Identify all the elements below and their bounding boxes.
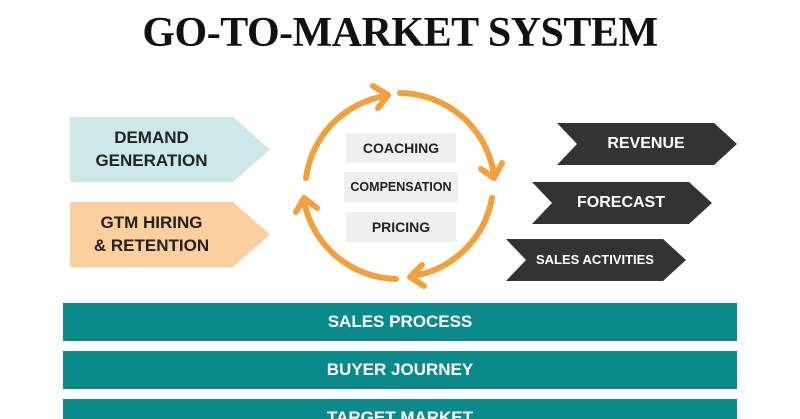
cycle-item-compensation: COMPENSATION (344, 172, 458, 202)
cycle-arrow-left-top (303, 93, 388, 181)
right-arrow-forecast: FORECAST (532, 182, 712, 224)
right-arrow-label: FORECAST (577, 194, 665, 212)
right-arrow-label: REVENUE (607, 135, 685, 153)
cycle-arrow-head (407, 262, 427, 289)
right-arrow-shape (532, 182, 712, 224)
bar-label: TARGET MARKET (326, 408, 474, 419)
cycle-arrow-right-bottom (410, 195, 495, 279)
cycle-arrow-top-right (397, 90, 497, 178)
bar-sales-process: SALES PROCESS (63, 303, 737, 341)
left-arrow-shape (70, 117, 270, 182)
left-arrow-line: & RETENTION (93, 235, 210, 255)
cycle-arrow-head (478, 160, 505, 181)
page-title: GO-TO-MARKET SYSTEM (142, 10, 658, 56)
cycle-arrow-bottom-left (301, 198, 399, 282)
left-arrow-shape (70, 202, 270, 267)
bar-target-market: TARGET MARKET (63, 399, 737, 419)
left-arrow-demand-generation: DEMAND GENERATION (70, 117, 270, 182)
left-arrow-line: DEMAND (114, 127, 189, 147)
cycle-item-coaching: COACHING (346, 133, 456, 163)
left-arrow-label: DEMAND GENERATION (70, 117, 233, 182)
right-arrow-label: SALES ACTIVITIES (536, 252, 654, 268)
left-arrow-line: GENERATION (95, 150, 208, 170)
cycle-item-pricing: PRICING (346, 212, 456, 242)
cycle-arrow-head (370, 83, 391, 111)
right-arrow-sales-activities: SALES ACTIVITIES (506, 239, 686, 281)
right-arrow-revenue: REVENUE (557, 123, 737, 165)
right-arrow-shape (557, 123, 737, 165)
bar-buyer-journey: BUYER JOURNEY (63, 351, 737, 389)
left-arrow-line: GTM HIRING (100, 212, 203, 232)
right-arrow-shape (506, 239, 686, 281)
cycle-arrow-head (293, 195, 320, 215)
left-arrow-gtm-hiring-retention: GTM HIRING & RETENTION (70, 202, 270, 267)
left-arrow-label: GTM HIRING & RETENTION (70, 202, 233, 267)
